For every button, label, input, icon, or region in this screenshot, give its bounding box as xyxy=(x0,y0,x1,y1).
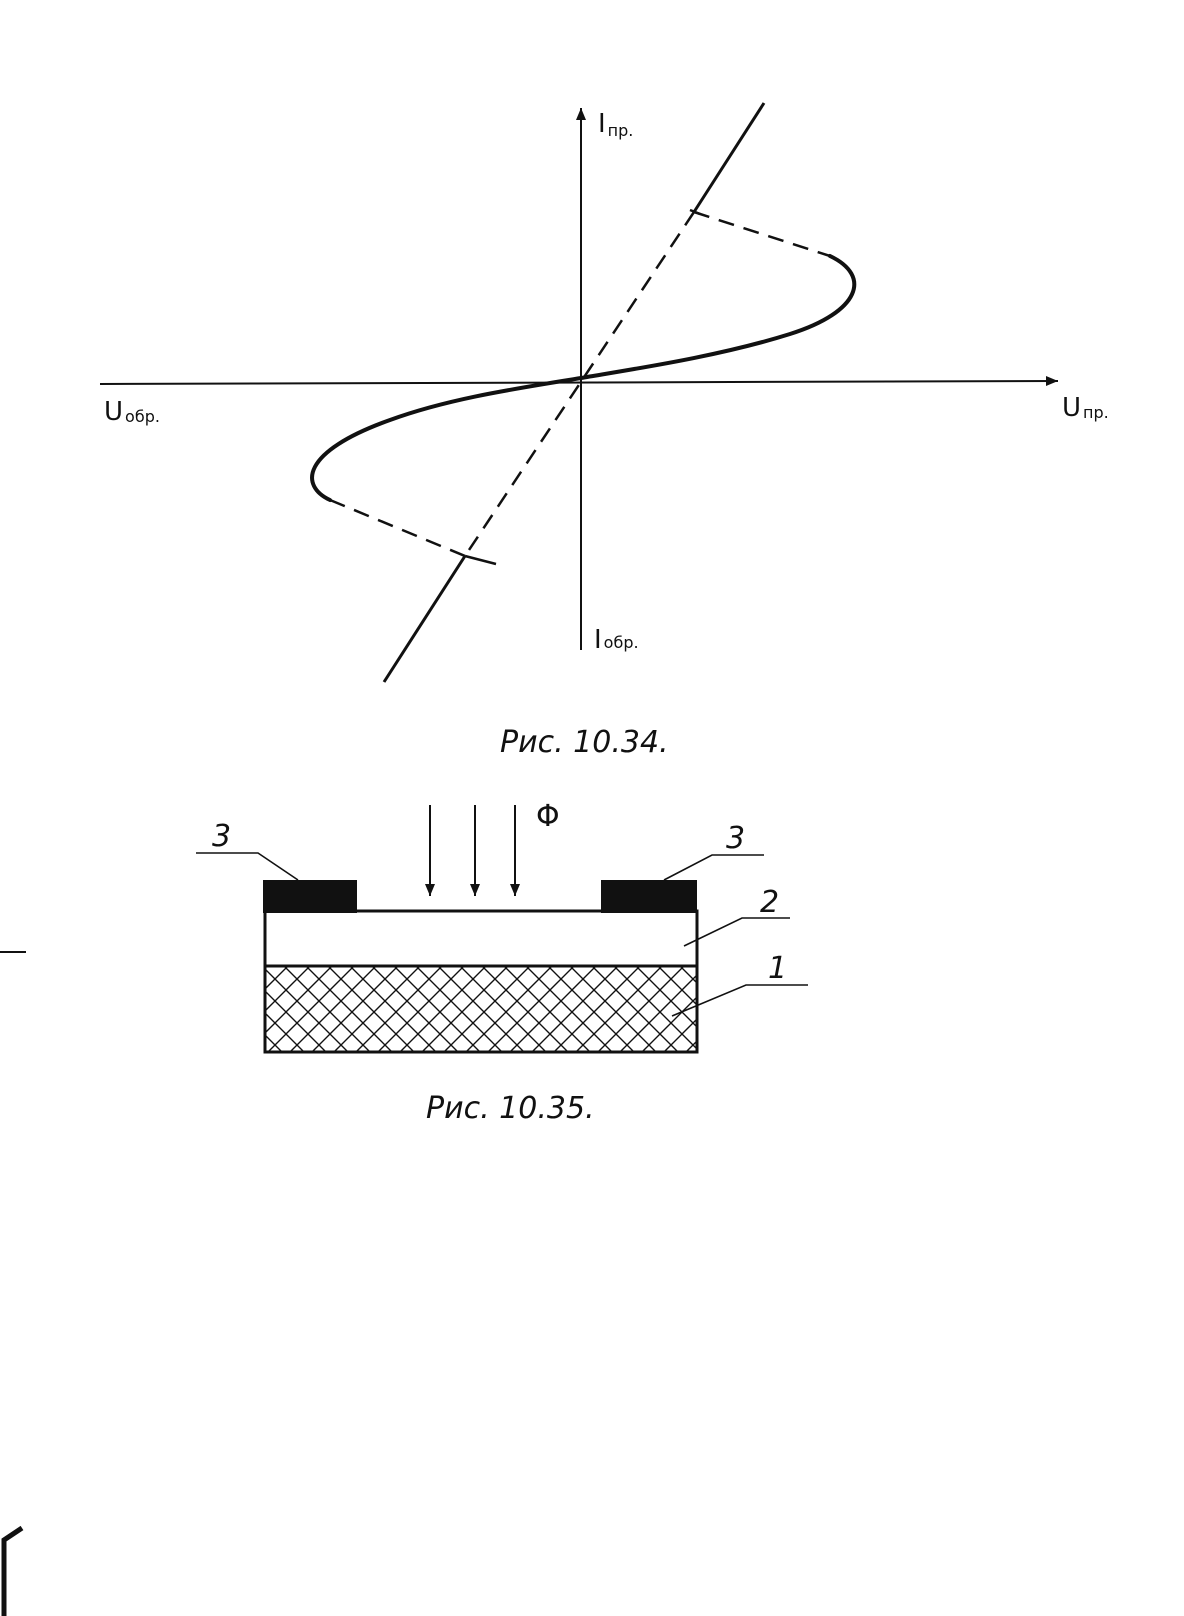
flux-symbol: Φ xyxy=(536,799,560,834)
film-layer-2 xyxy=(263,909,699,968)
label-layer-2: 2 xyxy=(760,885,779,920)
voltage-axis xyxy=(99,376,1059,387)
substrate-layer-1 xyxy=(263,964,699,1054)
upper-junction-tick xyxy=(689,208,701,216)
label-layer-1: 1 xyxy=(768,951,787,986)
lower-junction-tick xyxy=(464,554,497,566)
dashed-upper-tie xyxy=(693,210,831,258)
corner-mark-bottom-left xyxy=(1,1525,24,1616)
contact-right xyxy=(601,880,697,913)
layered-structure-figure: Φ 3 3 2 1 Рис. 10.35. xyxy=(196,799,808,1126)
dashed-lower-tie xyxy=(329,498,466,558)
leader-right-contact xyxy=(663,854,764,881)
figure-caption-10-34: Рис. 10.34. xyxy=(500,725,669,760)
label-contact-left: 3 xyxy=(212,819,231,854)
leader-left-contact xyxy=(196,852,299,881)
s-shaped-curve xyxy=(310,254,857,502)
contact-left xyxy=(263,880,357,913)
leader-layer-2 xyxy=(683,917,790,947)
upper-solid-branch xyxy=(692,102,766,213)
lower-solid-branch xyxy=(382,555,467,683)
figure-caption-10-35: Рис. 10.35. xyxy=(426,1091,595,1126)
label-contact-right: 3 xyxy=(726,821,745,856)
dashed-diagonal xyxy=(463,211,696,557)
leader-layer-1 xyxy=(671,984,808,1017)
